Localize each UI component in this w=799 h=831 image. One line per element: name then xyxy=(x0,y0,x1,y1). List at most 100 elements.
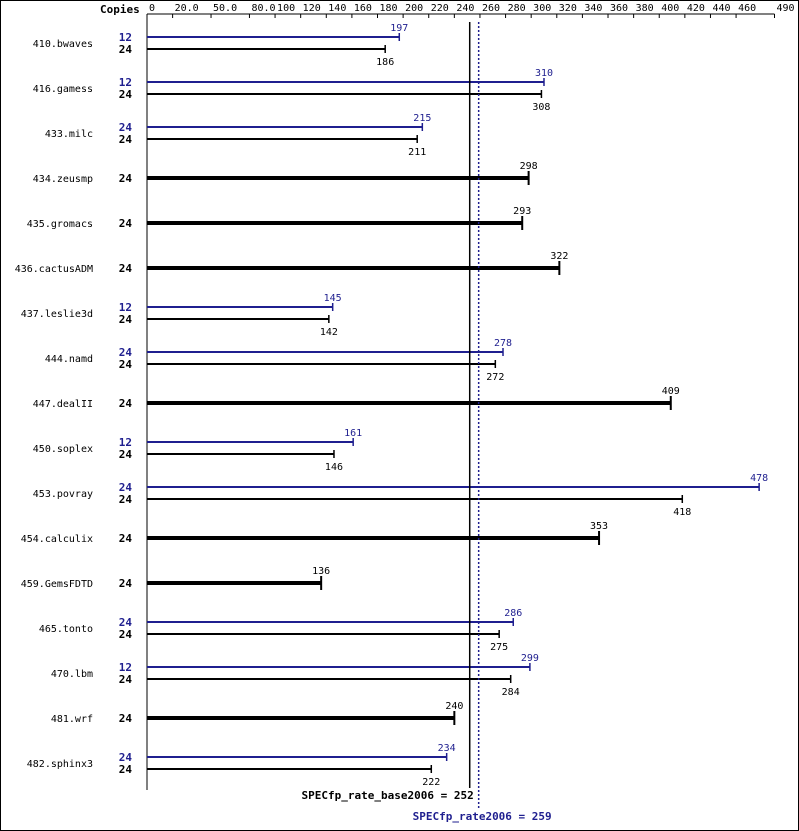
peak-value-label: 299 xyxy=(521,653,539,664)
base-copies-label: 24 xyxy=(119,493,133,506)
x-tick-label: 380 xyxy=(636,3,654,14)
x-tick-label: 180 xyxy=(380,3,398,14)
base-copies-label: 24 xyxy=(119,712,133,725)
x-tick-label: 50.0 xyxy=(213,3,237,14)
base-value-label: 322 xyxy=(550,251,568,262)
x-tick-label: 200 xyxy=(405,3,423,14)
base-copies-label: 24 xyxy=(119,532,133,545)
base-value-label: 308 xyxy=(532,102,550,113)
peak-value-label: 161 xyxy=(344,428,362,439)
x-tick-label: 400 xyxy=(661,3,679,14)
benchmark-label: 436.cactusADM xyxy=(15,264,93,275)
base-copies-label: 24 xyxy=(119,397,133,410)
benchmark-label: 459.GemsFDTD xyxy=(21,579,93,590)
base-value-label: 409 xyxy=(662,386,680,397)
base-copies-label: 24 xyxy=(119,628,133,641)
base-value-label: 418 xyxy=(673,507,691,518)
base-value-label: 222 xyxy=(422,777,440,788)
base-copies-label: 24 xyxy=(119,313,133,326)
benchmark-label: 450.soplex xyxy=(33,444,93,455)
peak-copies-label: 24 xyxy=(119,121,133,134)
peak-copies-label: 12 xyxy=(119,76,132,89)
benchmark-label: 434.zeusmp xyxy=(33,174,93,185)
peak-copies-label: 24 xyxy=(119,481,133,494)
peak-copies-label: 12 xyxy=(119,301,132,314)
x-tick-label: 340 xyxy=(584,3,602,14)
base-value-label: 211 xyxy=(408,147,426,158)
x-tick-label: 260 xyxy=(482,3,500,14)
base-value-label: 142 xyxy=(320,327,338,338)
benchmark-label: 435.gromacs xyxy=(27,219,93,230)
x-tick-label: 300 xyxy=(533,3,551,14)
base-copies-label: 24 xyxy=(119,133,133,146)
base-value-label: 272 xyxy=(486,372,504,383)
x-tick-label: 280 xyxy=(508,3,526,14)
x-tick-label: 460 xyxy=(738,3,756,14)
base-summary-label: SPECfp_rate_base2006 = 252 xyxy=(302,789,474,802)
benchmark-label: 453.povray xyxy=(33,489,93,500)
base-copies-label: 24 xyxy=(119,217,133,230)
x-tick-label: 360 xyxy=(610,3,628,14)
benchmark-label: 433.milc xyxy=(45,129,93,140)
base-value-label: 146 xyxy=(325,462,343,473)
benchmark-label: 410.bwaves xyxy=(33,39,93,50)
base-value-label: 298 xyxy=(520,161,538,172)
x-tick-label: 120 xyxy=(303,3,321,14)
benchmark-label: 447.dealII xyxy=(33,399,93,410)
peak-copies-label: 24 xyxy=(119,346,133,359)
base-copies-label: 24 xyxy=(119,673,133,686)
base-value-label: 293 xyxy=(513,206,531,217)
peak-value-label: 145 xyxy=(324,293,342,304)
peak-copies-label: 12 xyxy=(119,436,132,449)
peak-value-label: 234 xyxy=(438,743,456,754)
peak-value-label: 286 xyxy=(504,608,522,619)
base-copies-label: 24 xyxy=(119,577,133,590)
x-tick-label: 240 xyxy=(456,3,474,14)
x-tick-label: 0 xyxy=(149,3,155,14)
benchmark-label: 454.calculix xyxy=(21,534,93,545)
peak-copies-label: 24 xyxy=(119,616,133,629)
benchmark-label: 444.namd xyxy=(45,354,93,365)
benchmark-label: 481.wrf xyxy=(51,714,93,725)
x-tick-label: 100 xyxy=(277,3,295,14)
base-value-label: 275 xyxy=(490,642,508,653)
x-tick-label: 320 xyxy=(559,3,577,14)
base-copies-label: 24 xyxy=(119,88,133,101)
base-copies-label: 24 xyxy=(119,763,133,776)
summary-lines: SPECfp_rate_base2006 = 252SPECfp_rate200… xyxy=(302,22,552,823)
peak-summary-label: SPECfp_rate2006 = 259 xyxy=(413,810,552,823)
base-value-label: 240 xyxy=(445,701,463,712)
x-tick-label: 440 xyxy=(712,3,730,14)
base-value-label: 136 xyxy=(312,566,330,577)
peak-copies-label: 12 xyxy=(119,31,132,44)
benchmark-label: 482.sphinx3 xyxy=(27,759,93,770)
base-copies-label: 24 xyxy=(119,448,133,461)
peak-value-label: 278 xyxy=(494,338,512,349)
benchmark-label: 437.leslie3d xyxy=(21,309,93,320)
peak-value-label: 197 xyxy=(390,23,408,34)
peak-value-label: 215 xyxy=(413,113,431,124)
benchmark-label: 416.gamess xyxy=(33,84,93,95)
base-copies-label: 24 xyxy=(119,172,133,185)
peak-value-label: 478 xyxy=(750,473,768,484)
base-copies-label: 24 xyxy=(119,43,133,56)
x-tick-label: 490 xyxy=(776,3,794,14)
x-tick-label: 420 xyxy=(687,3,705,14)
x-tick-label: 220 xyxy=(431,3,449,14)
benchmark-rows: 410.bwaves1219724186416.gamess1231024308… xyxy=(15,23,768,788)
base-value-label: 186 xyxy=(376,57,394,68)
peak-copies-label: 12 xyxy=(119,661,132,674)
x-tick-label: 160 xyxy=(354,3,372,14)
base-copies-label: 24 xyxy=(119,262,133,275)
benchmark-label: 465.tonto xyxy=(39,624,93,635)
base-value-label: 353 xyxy=(590,521,608,532)
copies-header: Copies xyxy=(100,3,140,16)
base-copies-label: 24 xyxy=(119,358,133,371)
benchmark-label: 470.lbm xyxy=(51,669,93,680)
x-tick-label: 20.0 xyxy=(175,3,199,14)
x-tick-label: 80.0 xyxy=(251,3,275,14)
x-tick-label: 140 xyxy=(328,3,346,14)
base-value-label: 284 xyxy=(502,687,520,698)
